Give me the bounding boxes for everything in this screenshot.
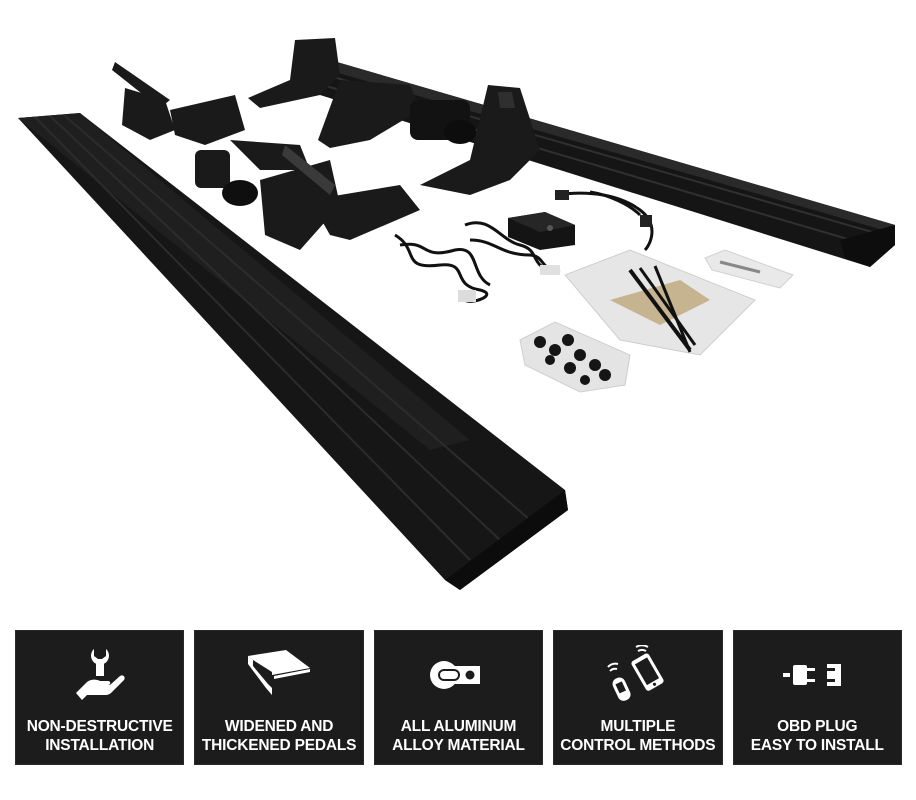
feature-tile-non-destructive: NON-DESTRUCTIVE INSTALLATION (15, 630, 185, 765)
hand-wrench-icon (16, 645, 183, 705)
feature-line2: THICKENED PEDALS (201, 737, 357, 754)
feature-tile-control-methods: MULTIPLE CONTROL METHODS (553, 630, 723, 765)
connector (458, 290, 476, 302)
pedal-board-icon (195, 645, 362, 705)
hardware-bag-clips (519, 321, 631, 393)
feature-line1: WIDENED AND (224, 718, 334, 735)
motor-bracket-left (112, 62, 420, 250)
feature-line1: MULTIPLE (600, 718, 676, 735)
feature-line2: EASY TO INSTALL (750, 737, 884, 754)
aluminum-material-icon (375, 645, 542, 705)
running-board-front (18, 113, 568, 590)
feature-tile-obd-plug: OBD PLUG EASY TO INSTALL (732, 630, 902, 765)
remote-phone-icon (554, 645, 721, 705)
feature-tile-widened-pedals: WIDENED AND THICKENED PEDALS (194, 630, 364, 765)
control-module (508, 212, 575, 250)
product-photo (18, 38, 895, 590)
motor-bracket-middle (248, 38, 540, 195)
feature-line2: INSTALLATION (45, 737, 155, 754)
feature-line1: OBD PLUG (777, 718, 858, 735)
feature-line2: CONTROL METHODS (560, 737, 716, 754)
feature-line1: ALL ALUMINUM (400, 718, 517, 735)
feature-line1: NON-DESTRUCTIVE (26, 718, 173, 735)
feature-tile-aluminum-alloy: ALL ALUMINUM ALLOY MATERIAL (373, 630, 544, 765)
obd-plug-icon (734, 645, 901, 705)
hardware-bag-screws (704, 249, 794, 289)
hardware-bag-large (564, 249, 756, 356)
feature-tiles: NON-DESTRUCTIVE INSTALLATION WIDENED AND… (15, 630, 902, 765)
feature-line2: ALLOY MATERIAL (392, 737, 525, 754)
